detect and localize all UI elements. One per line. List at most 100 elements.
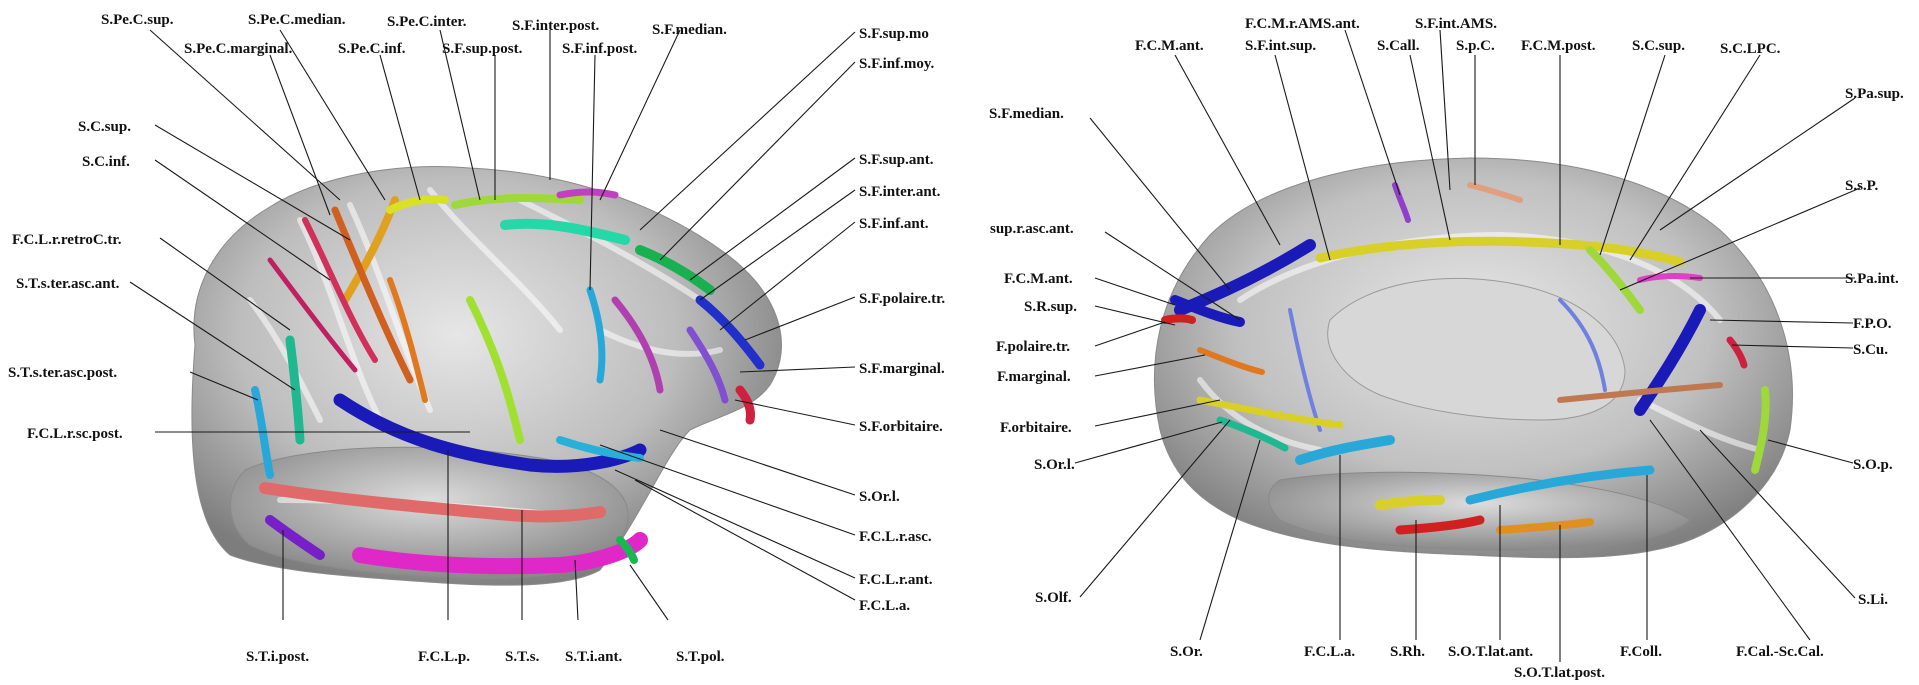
label: sup.r.asc.ant. <box>990 221 1074 237</box>
sulcus-marginal-m <box>1197 347 1265 375</box>
label: S.F.orbitaire. <box>859 419 943 435</box>
label: F.polaire.tr. <box>996 339 1070 355</box>
label: F.C.L.p. <box>418 649 470 665</box>
medial-view: F.C.M.r.AMS.ant. S.F.int.AMS. F.C.M.ant.… <box>989 16 1904 681</box>
label: S.Pa.int. <box>1845 271 1899 287</box>
label: S.Li. <box>1858 592 1888 608</box>
medial-labels: F.C.M.r.AMS.ant. S.F.int.AMS. F.C.M.ant.… <box>989 16 1904 681</box>
sulcus-coll <box>1465 465 1655 505</box>
label: S.T.i.ant. <box>565 649 622 665</box>
label: S.Cu. <box>1853 342 1888 358</box>
label: S.Pe.C.marginal. <box>184 41 293 57</box>
label: S.F.inter.post. <box>512 18 599 34</box>
label: F.Coll. <box>1620 644 1662 660</box>
sulcus-tpol <box>616 536 638 564</box>
label: F.C.M.ant. <box>1135 38 1204 54</box>
sulcus-fcm <box>1315 236 1685 267</box>
sulcus-rh <box>1395 515 1485 535</box>
label: S.T.pol. <box>676 649 725 665</box>
label: S.R.sup. <box>1024 299 1077 315</box>
label: F.marginal. <box>997 369 1071 385</box>
label: S.F.polaire.tr. <box>859 291 945 307</box>
sulcus-olf <box>1196 396 1344 429</box>
sulcus-central-yellow <box>386 195 449 214</box>
sulcus-sts <box>259 482 606 523</box>
sulcus-polaire <box>735 385 755 425</box>
sulcus-fpo <box>1634 304 1706 416</box>
label: S.F.sup.ant. <box>859 152 934 168</box>
label: S.s.P. <box>1845 178 1878 194</box>
lateral-labels: S.Pe.C.sup. S.Pe.C.median. S.Pe.C.inter.… <box>8 12 945 665</box>
label: S.F.median. <box>652 22 727 38</box>
label: F.C.M.r.AMS.ant. <box>1245 16 1360 32</box>
label: S.Or.l. <box>1034 457 1075 473</box>
sulcus-tip <box>265 515 325 560</box>
label: S.Pe.C.median. <box>248 12 346 28</box>
sulcus-marginal <box>387 277 428 403</box>
sulcus-sforb <box>686 326 729 404</box>
sulcus-fcm-ant <box>1174 239 1316 316</box>
label: S.C.inf. <box>82 154 130 170</box>
label: S.F.inf.ant. <box>859 216 929 232</box>
corpus-callosum-region <box>1327 277 1626 421</box>
sulcus-sop <box>1751 386 1770 474</box>
label: S.F.median. <box>989 106 1064 122</box>
label: S.T.s. <box>505 649 540 665</box>
label: F.P.O. <box>1853 316 1892 332</box>
label: S.T.i.post. <box>246 649 309 665</box>
label: S.Call. <box>1377 38 1420 54</box>
sulcus-fcl <box>333 393 647 473</box>
label: S.C.sup. <box>1632 38 1685 54</box>
label: F.C.M.post. <box>1521 38 1596 54</box>
label: F.Cal.-Sc.Cal. <box>1736 644 1824 660</box>
label: S.Or. <box>1170 644 1203 660</box>
label: F.C.M.ant. <box>1004 271 1073 287</box>
label: S.F.inf.post. <box>562 41 638 57</box>
label: S.Rh. <box>1390 644 1425 660</box>
label: S.C.LPC. <box>1720 41 1781 57</box>
label: F.C.L.a. <box>1304 644 1355 660</box>
label: S.F.inter.ant. <box>859 184 941 200</box>
label: S.F.sup.mo <box>859 26 929 42</box>
lateral-view: S.Pe.C.sup. S.Pe.C.median. S.Pe.C.inter.… <box>8 12 945 665</box>
sulcus-precentral <box>331 206 414 384</box>
label: S.F.sup.post. <box>442 41 523 57</box>
label: S.p.C. <box>1456 38 1495 54</box>
label: F.C.L.r.retroC.tr. <box>12 232 122 248</box>
medial-leaders <box>1074 29 1861 662</box>
sulcus-sfpost <box>586 286 606 384</box>
sulcus-orbitaire <box>695 295 765 370</box>
sulcus-sc <box>1586 246 1644 314</box>
sulcus-fcm-ant-2 <box>1170 295 1245 327</box>
label: S.Olf. <box>1035 590 1072 606</box>
sulcus-sfsup <box>451 193 584 209</box>
sulcus-polaire-m <box>1161 314 1196 324</box>
label: S.T.s.ter.asc.post. <box>8 365 117 381</box>
label: S.Pe.C.inter. <box>387 14 467 30</box>
sulcus-fcla <box>1295 435 1395 465</box>
sulcus-sfinf <box>635 245 715 295</box>
sulcus-cingulate-post <box>1558 298 1607 392</box>
label: S.C.sup. <box>78 119 131 135</box>
sulcus-inter <box>466 296 524 444</box>
label: S.F.int.sup. <box>1245 38 1316 54</box>
label: F.C.L.a. <box>859 598 910 614</box>
sulcus-intraparietal <box>267 257 358 373</box>
label: F.C.L.r.sc.post. <box>27 426 123 442</box>
label: F.C.L.r.ant. <box>859 572 933 588</box>
label: S.Pe.C.inf. <box>338 41 406 57</box>
label: F.C.L.r.asc. <box>859 529 932 545</box>
sulcus-sfinfpost <box>611 296 664 394</box>
sulcus-sfinter <box>500 218 630 245</box>
sulcus-tia <box>352 532 648 575</box>
sulcus-otlat <box>1496 518 1594 534</box>
sulcus-tsa <box>285 335 305 445</box>
sulcus-spc <box>1467 182 1523 203</box>
sulcus-sor <box>1375 495 1445 510</box>
lateral-leaders <box>129 29 856 621</box>
sulcus-median <box>556 188 619 199</box>
sulcus-postcentral <box>302 217 378 363</box>
label: S.Pa.sup. <box>1845 86 1904 102</box>
label: S.T.s.ter.asc.ant. <box>16 276 120 292</box>
